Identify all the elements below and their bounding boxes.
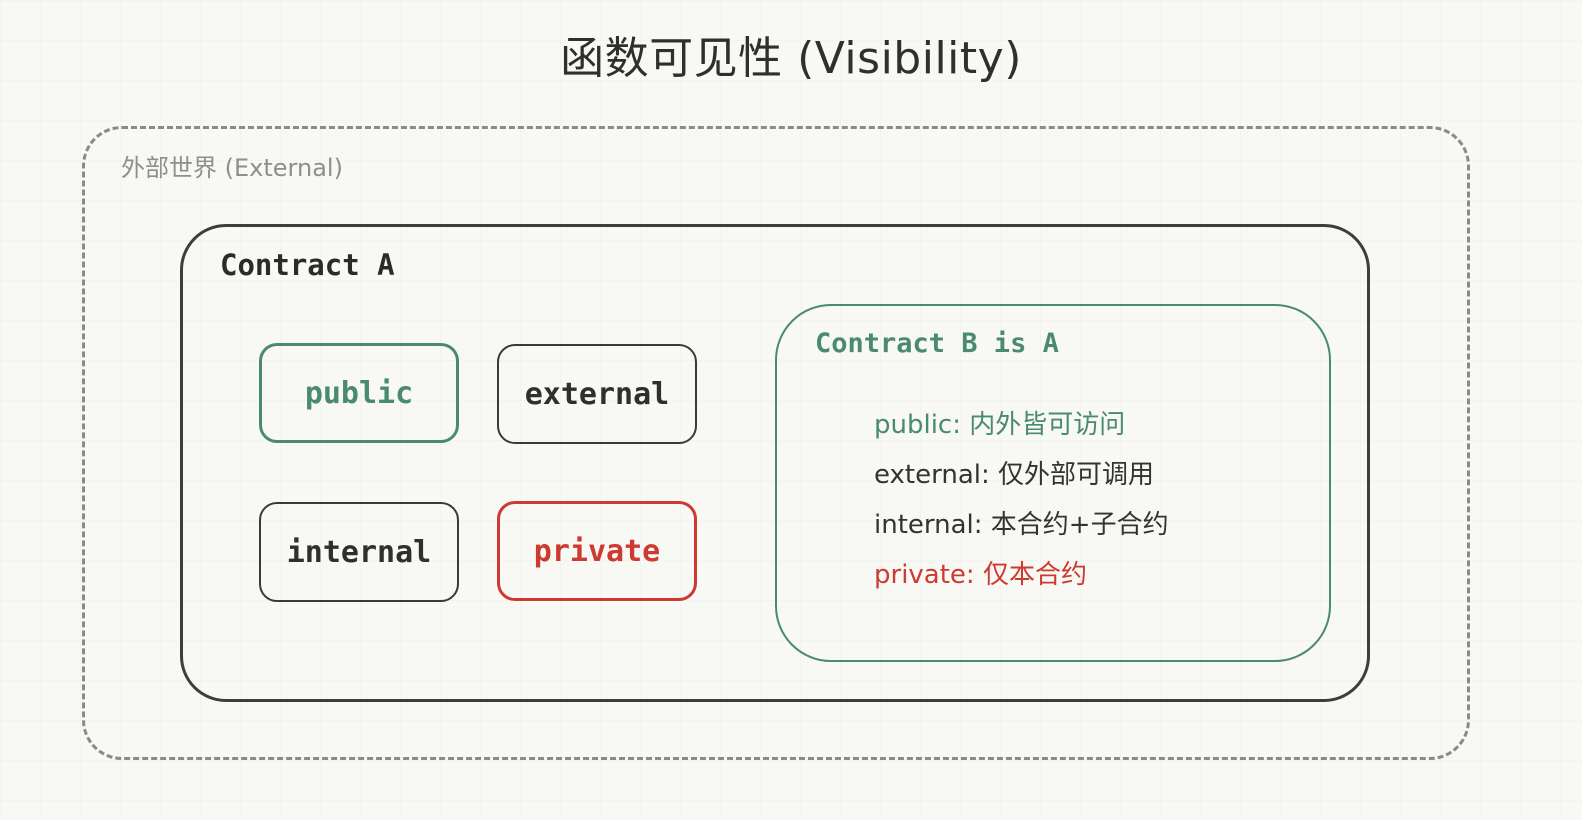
public-box-label: public xyxy=(304,375,414,411)
external-description: external: 仅外部可调用 xyxy=(874,460,1155,490)
diagram-title: 函数可见性 (Visibility) xyxy=(560,33,1022,84)
contract-b-title: Contract B is A xyxy=(815,328,1059,359)
external-box-label: external xyxy=(524,376,670,412)
external-world-label: 外部世界 (External) xyxy=(121,154,343,182)
internal-box-label: internal xyxy=(286,534,432,570)
private-box: private xyxy=(497,501,697,601)
external-box: external xyxy=(497,344,697,444)
public-box: public xyxy=(259,343,459,443)
external-world-boundary xyxy=(82,126,1470,760)
contract-a-title: Contract A xyxy=(220,248,395,282)
contract-b-container xyxy=(775,304,1331,662)
contract-a-container xyxy=(180,224,1370,702)
private-description: private: 仅本合约 xyxy=(874,560,1087,590)
private-box-label: private xyxy=(533,533,661,569)
internal-box: internal xyxy=(259,502,459,602)
public-description: public: 内外皆可访问 xyxy=(874,410,1126,440)
internal-description: internal: 本合约+子合约 xyxy=(874,510,1169,540)
